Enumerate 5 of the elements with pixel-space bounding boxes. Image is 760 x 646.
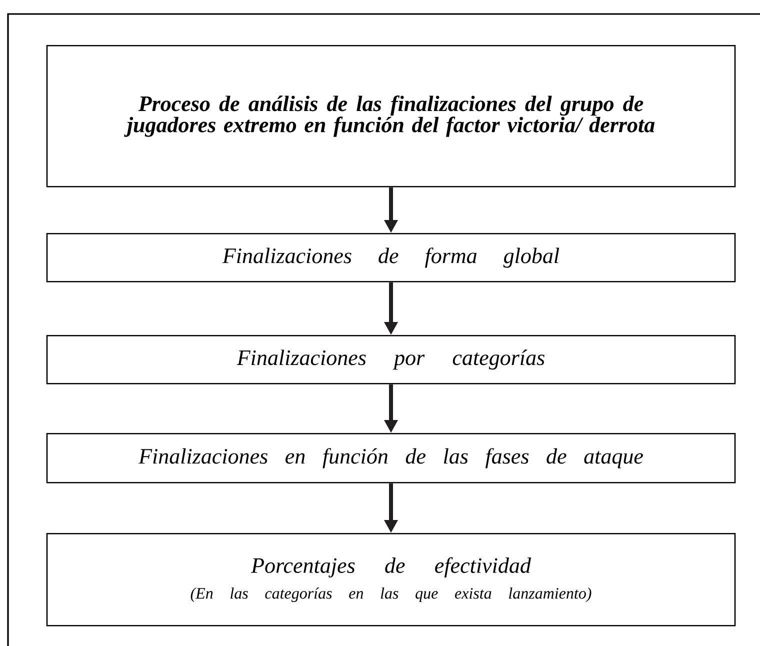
- process-box: Finalizaciones de forma global: [46, 233, 736, 282]
- process-box: Porcentajes de efectividad (En las categorías en las que exista lanzamiento): [46, 533, 736, 626]
- process-box: Finalizaciones en función de las fases de ataque: [46, 433, 736, 484]
- process-box: Finalizaciones por categorías: [46, 335, 736, 384]
- process-box: Proceso de análisis de las finalizaciones del grupo de jugadores extremo en función del factor victoria/ derrota: [46, 45, 736, 188]
